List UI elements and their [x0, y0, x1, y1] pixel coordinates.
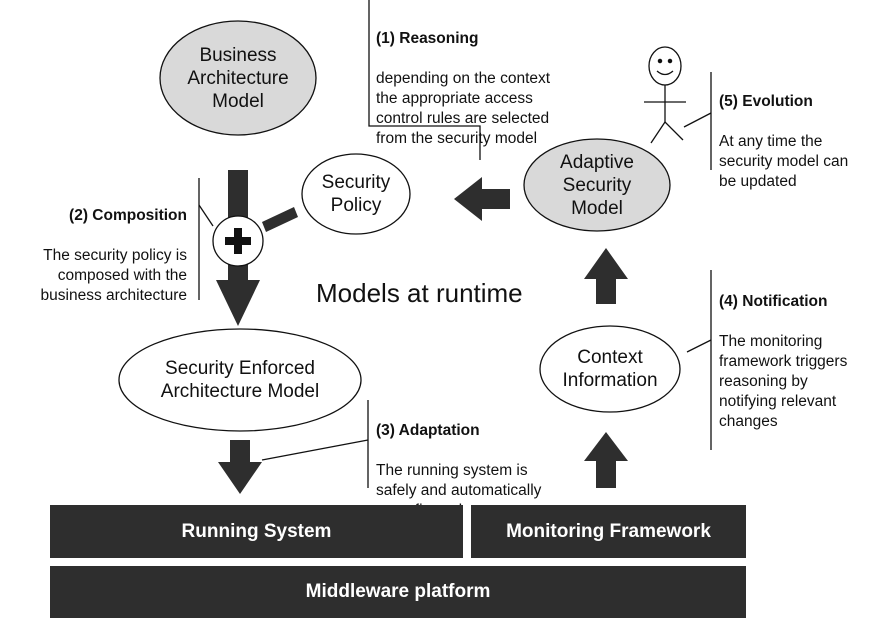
plus-icon	[212, 215, 264, 267]
context-information-ellipse	[539, 325, 681, 413]
notification-heading: (4) Notification	[719, 293, 828, 310]
middleware-platform-bar: Middleware platform	[50, 566, 746, 618]
composition-heading: (2) Composition	[69, 207, 187, 224]
evolution-text: At any time the security model can be up…	[719, 133, 849, 190]
stick-figure-icon	[644, 46, 686, 144]
composition-text: The security policy is composed with the…	[40, 247, 187, 304]
monitoring-arrow-shaft	[596, 460, 616, 488]
notification-arrow-shaft	[596, 278, 616, 304]
composition-arrow-head	[216, 280, 260, 326]
reasoning-text: depending on the context the appropriate…	[376, 70, 551, 147]
composition-annotation: (2) Composition The security policy is c…	[0, 186, 187, 306]
notification-text: The monitoring framework triggers reason…	[719, 333, 848, 430]
context-information-label: Context Information	[562, 347, 658, 391]
monitoring-arrow-head	[584, 432, 628, 461]
business-architecture-model-label: Business Architecture Model	[187, 44, 289, 112]
security-policy-label: Security Policy	[321, 172, 391, 216]
evolution-connector	[683, 112, 712, 128]
security-policy-ellipse	[301, 153, 411, 235]
reasoning-annotation: (1) Reasoning depending on the context t…	[376, 9, 550, 149]
reasoning-bracket	[368, 0, 481, 160]
adaptation-arrow-shaft	[230, 440, 250, 463]
notification-arrow-head	[584, 248, 628, 279]
reasoning-arrow-shaft	[482, 189, 510, 209]
adaptation-heading: (3) Adaptation	[376, 422, 480, 439]
reasoning-heading: (1) Reasoning	[376, 30, 479, 47]
evolution-heading: (5) Evolution	[719, 93, 813, 110]
monitoring-framework-bar: Monitoring Framework	[471, 505, 746, 558]
adaptive-security-model-ellipse	[523, 138, 671, 232]
business-architecture-model-ellipse	[159, 20, 317, 136]
security-enforced-model-ellipse	[118, 328, 362, 432]
adaptation-connector	[261, 439, 369, 461]
center-title: Models at runtime	[316, 278, 523, 308]
evolution-annotation: (5) Evolution At any time the security m…	[719, 72, 848, 192]
reasoning-arrow-head	[454, 177, 482, 221]
running-system-bar: Running System	[50, 505, 463, 558]
notification-connector	[686, 339, 712, 353]
adaptive-security-model-label: Adaptive Security Model	[560, 151, 634, 219]
notification-annotation: (4) Notification The monitoring framewor…	[719, 272, 847, 432]
adaptation-arrow-head	[218, 462, 262, 494]
policy-to-plus-stub	[262, 207, 298, 232]
adaptation-text: The running system is safely and automat…	[376, 462, 542, 519]
composition-connector	[198, 204, 214, 227]
security-enforced-architecture-model-label: Security Enforced Architecture Model	[160, 358, 320, 402]
adaptation-annotation: (3) Adaptation The running system is saf…	[376, 401, 541, 521]
